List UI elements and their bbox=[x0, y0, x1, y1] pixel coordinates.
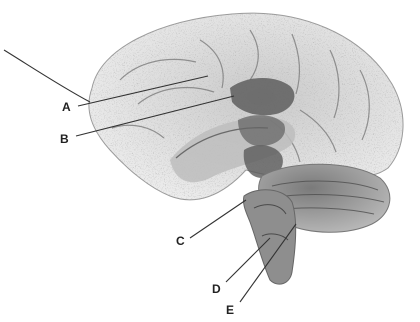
label-a: A bbox=[62, 100, 71, 114]
label-d: D bbox=[212, 282, 221, 296]
label-e: E bbox=[226, 303, 234, 317]
brainstem bbox=[243, 190, 295, 284]
label-c: C bbox=[176, 234, 185, 248]
leader-line-c bbox=[190, 200, 246, 238]
label-b: B bbox=[60, 132, 69, 146]
top-left-leader-line bbox=[4, 50, 90, 102]
